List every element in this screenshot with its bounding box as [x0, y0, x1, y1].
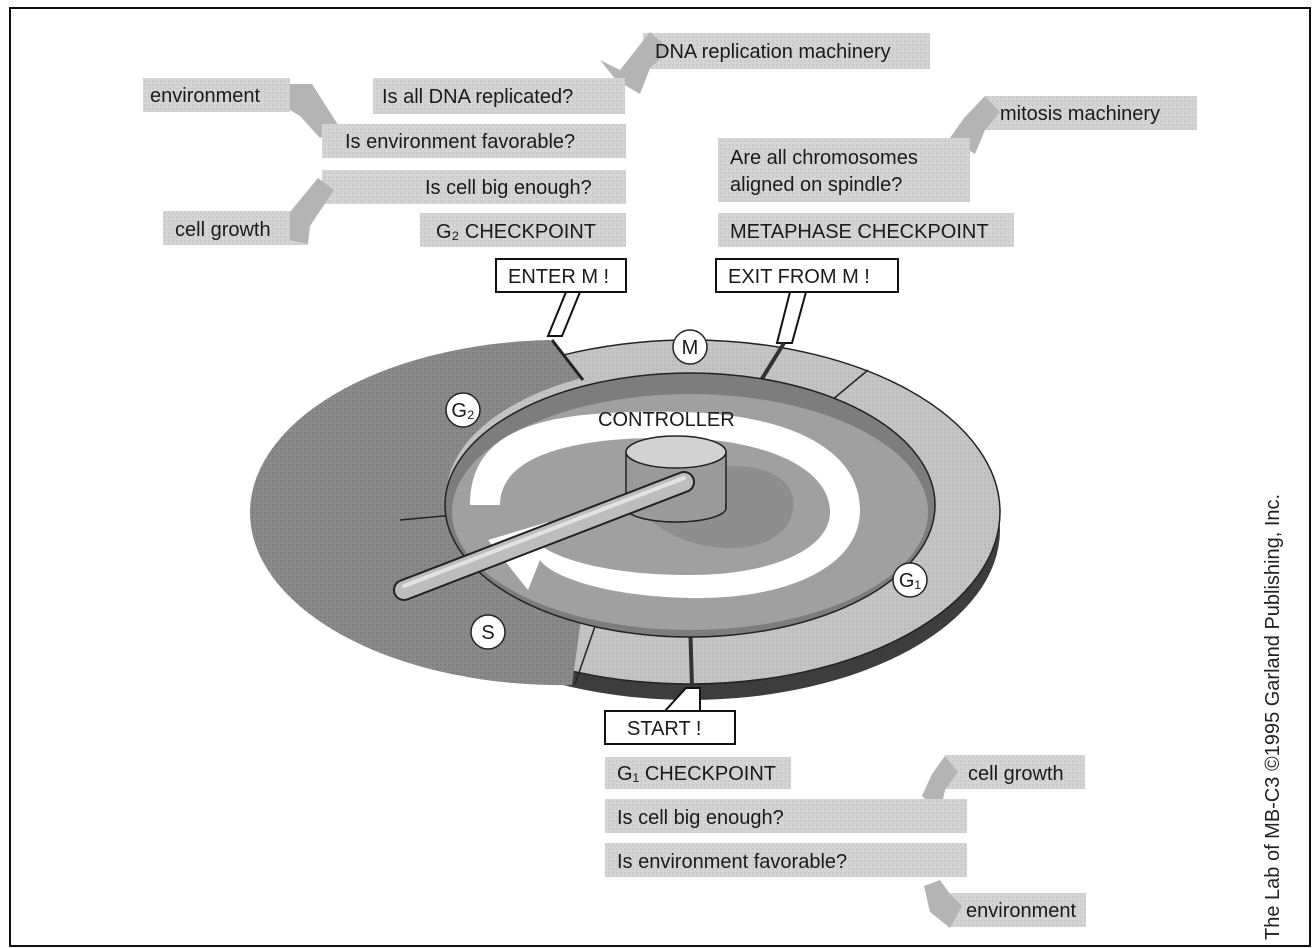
- controller-label: CONTROLLER: [598, 409, 735, 431]
- phase-badge-g2-circle: [445, 392, 481, 428]
- g1-checkpoint-box: [605, 757, 791, 789]
- cell-growth-top-arrow: [290, 178, 334, 244]
- cell-growth-top-input: cell growth: [163, 178, 334, 245]
- environment-favorable-top-question: Is environment favorable?: [345, 131, 575, 153]
- controller-top: [625, 435, 727, 469]
- g2-checkpoint-group: DNA replication machinery Is all DNA rep…: [143, 32, 930, 247]
- cell-growth-bottom-input: cell growth: [922, 755, 1085, 812]
- cell-growth-top-label: cell growth: [175, 219, 271, 241]
- phase-label-m: M: [682, 337, 699, 359]
- cell-growth-bottom-arrow: [922, 756, 958, 812]
- cell-growth-bottom-box: [945, 755, 1085, 789]
- dna-machinery-input: DNA replication machinery: [600, 32, 930, 94]
- start-label: START !: [627, 718, 701, 740]
- metaphase-checkpoint-group: mitosis machinery Are all chromosomes al…: [718, 96, 1197, 247]
- exit-m-box: [715, 258, 899, 293]
- mitosis-machinery-label: mitosis machinery: [1000, 103, 1160, 125]
- divider-g2-s: [399, 514, 455, 521]
- divider-m-exit: [758, 341, 786, 384]
- cell-big-top-box: [322, 170, 626, 204]
- chromosomes-question-line2: aligned on spindle?: [730, 174, 902, 196]
- phase-label-g1: G₁: [899, 570, 922, 592]
- divider-g2-m: [550, 339, 585, 381]
- phase-badge-s-circle: [470, 614, 506, 650]
- metaphase-checkpoint-label: METAPHASE CHECKPOINT: [730, 221, 989, 243]
- cell-big-bottom-question: Is cell big enough?: [617, 807, 784, 829]
- environment-bottom-arrow: [924, 880, 962, 928]
- enter-m-box: [495, 258, 627, 293]
- dna-replicated-box: [373, 78, 625, 114]
- enter-m-flag: ENTER M !: [495, 258, 627, 337]
- dna-machinery-label: DNA replication machinery: [655, 41, 891, 63]
- metaphase-checkpoint-box: [718, 213, 1014, 247]
- phase-label-s: S: [481, 622, 494, 644]
- phase-label-g2: G₂: [451, 400, 474, 422]
- chromosomes-question-line1: Are all chromosomes: [730, 147, 918, 169]
- environment-favorable-bottom-box: [605, 843, 967, 877]
- exit-m-flag: EXIT FROM M !: [715, 258, 899, 344]
- dna-machinery-box: [643, 33, 930, 69]
- controller-hand-highlight: [402, 476, 686, 588]
- environment-bottom-input: environment: [924, 880, 1086, 928]
- cell-growth-bottom-label: cell growth: [968, 763, 1064, 785]
- cell-big-bottom-box: [605, 799, 967, 833]
- mitosis-machinery-input: mitosis machinery: [950, 96, 1197, 154]
- environment-top-input: environment: [143, 78, 340, 138]
- environment-bottom-label: environment: [966, 900, 1077, 922]
- chromosomes-box: [718, 138, 970, 202]
- controller-hand: [395, 473, 693, 599]
- exit-m-label: EXIT FROM M !: [728, 266, 870, 288]
- start-flag: START !: [604, 687, 736, 745]
- cell-growth-top-box: [163, 211, 308, 245]
- g1-checkpoint-label: G₁ CHECKPOINT: [617, 763, 776, 785]
- start-box: [604, 710, 736, 745]
- environment-top-label: environment: [150, 85, 261, 107]
- cell-big-top-question: Is cell big enough?: [425, 177, 592, 199]
- phase-badge-g1: G₁: [892, 562, 928, 598]
- g2-checkpoint-label: G₂ CHECKPOINT: [436, 221, 596, 243]
- phase-badge-g2: G₂: [445, 392, 481, 428]
- copyright-credit: The Lab of MB-C3 ©1995 Garland Publishin…: [1262, 493, 1284, 940]
- g2-checkpoint-box: [420, 213, 626, 247]
- environment-top-box: [143, 78, 290, 112]
- phase-badge-m-circle: [672, 329, 708, 365]
- phase-badge-g1-circle: [892, 562, 928, 598]
- phase-badge-s: S: [470, 614, 506, 650]
- environment-favorable-top-box: [322, 124, 626, 158]
- phase-badge-m: M: [672, 329, 708, 365]
- g1-checkpoint-group: G₁ CHECKPOINT cell growth Is cell big en…: [605, 755, 1086, 928]
- dna-replicated-question: Is all DNA replicated?: [382, 86, 573, 108]
- cycle-ring: CONTROLLER M G₂ S G₁: [250, 329, 1001, 700]
- ring-dark-segment: [250, 340, 582, 686]
- enter-m-label: ENTER M !: [508, 266, 609, 288]
- environment-bottom-box: [950, 893, 1086, 927]
- environment-favorable-bottom-question: Is environment favorable?: [617, 851, 847, 873]
- mitosis-machinery-box: [985, 96, 1197, 130]
